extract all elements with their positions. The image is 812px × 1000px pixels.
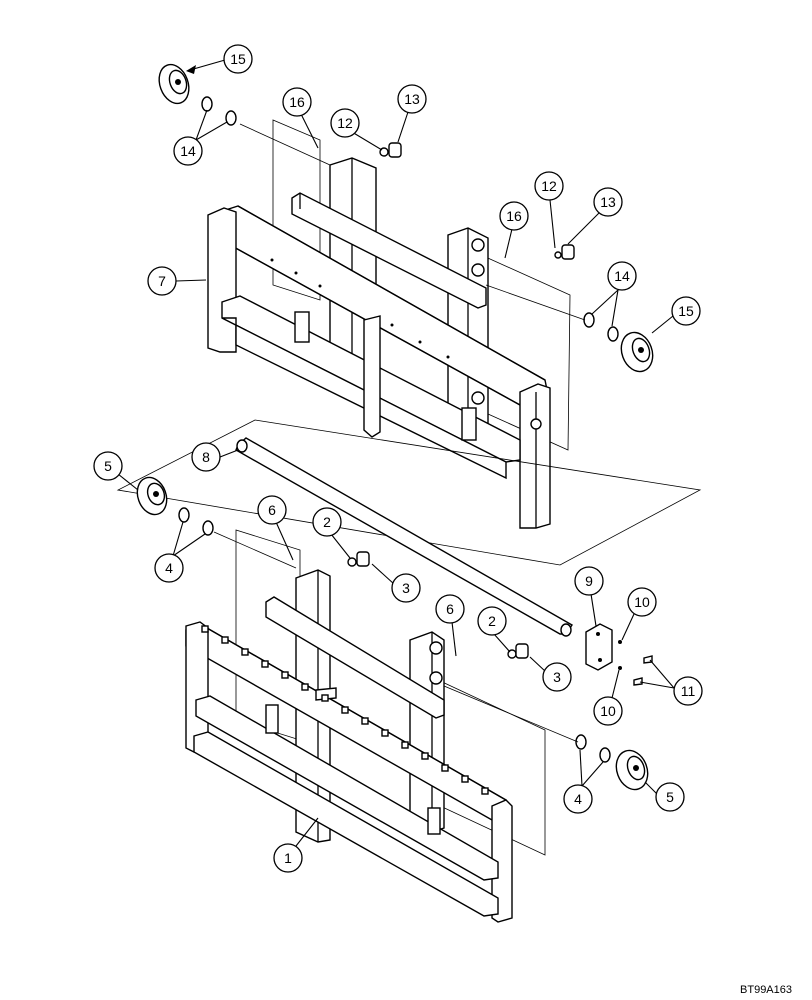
callout-16-a: 16	[282, 87, 312, 117]
upper-stud-right	[554, 251, 562, 259]
upper-frame	[207, 119, 571, 529]
callout-11: 11	[673, 676, 703, 706]
svg-text:1: 1	[284, 850, 292, 866]
lower-stud-left	[347, 557, 357, 567]
callout-2-b: 2	[477, 606, 507, 636]
callout-4-b: 4	[563, 784, 593, 814]
svg-text:9: 9	[585, 573, 593, 589]
callout-14-b: 14	[607, 261, 637, 291]
callout-12-b: 12	[534, 171, 564, 201]
callout-6-a: 6	[257, 495, 287, 525]
callout-7: 7	[147, 266, 177, 296]
beam-teeth	[201, 625, 489, 795]
svg-text:16: 16	[289, 94, 305, 110]
upper-roller-right	[620, 331, 654, 373]
upper-nut-left	[388, 142, 402, 158]
screws	[618, 640, 653, 686]
lower-washers-right	[575, 734, 611, 763]
lower-nut-left	[356, 551, 370, 567]
svg-text:4: 4	[165, 560, 173, 576]
svg-text:3: 3	[553, 669, 561, 685]
svg-text:10: 10	[600, 703, 616, 719]
upper-washers-right	[583, 312, 619, 342]
svg-text:14: 14	[614, 268, 630, 284]
svg-text:10: 10	[634, 594, 650, 610]
callout-15-b: 15	[671, 296, 701, 326]
callout-6-b: 6	[435, 594, 465, 624]
callout-15-a: 15	[223, 44, 253, 74]
svg-text:15: 15	[678, 303, 694, 319]
svg-text:15: 15	[230, 51, 246, 67]
svg-text:12: 12	[337, 115, 353, 131]
callout-8: 8	[191, 442, 221, 472]
lower-roller-right	[615, 749, 649, 791]
pin-and-plane	[116, 419, 702, 637]
callout-1: 1	[273, 843, 303, 873]
svg-text:12: 12	[541, 178, 557, 194]
callout-13-b: 13	[593, 187, 623, 217]
lower-washers-left	[178, 507, 214, 536]
svg-text:13: 13	[404, 91, 420, 107]
upper-roller-left	[158, 63, 190, 105]
svg-text:2: 2	[488, 613, 496, 629]
callout-9: 9	[574, 566, 604, 596]
callout-5-a: 5	[93, 451, 123, 481]
plate	[585, 623, 613, 671]
callout-5-b: 5	[655, 782, 685, 812]
callout-10-b: 10	[593, 696, 623, 726]
callout-2-a: 2	[312, 507, 342, 537]
svg-text:6: 6	[446, 601, 454, 617]
callout-14-a: 14	[173, 136, 203, 166]
callout-12-a: 12	[330, 108, 360, 138]
svg-text:16: 16	[506, 208, 522, 224]
callout-4-a: 4	[154, 553, 184, 583]
callout-16-b: 16	[499, 201, 529, 231]
svg-text:4: 4	[574, 791, 582, 807]
callouts: 15 14 16 12 13 7 16 12 13 14 15	[93, 44, 703, 873]
svg-text:13: 13	[600, 194, 616, 210]
callout-10-a: 10	[627, 587, 657, 617]
lower-nut-right	[515, 643, 529, 659]
svg-text:6: 6	[268, 502, 276, 518]
svg-text:14: 14	[180, 143, 196, 159]
lower-frame	[185, 529, 546, 923]
figure-id: BT99A163	[740, 984, 792, 996]
svg-text:11: 11	[681, 683, 696, 699]
upper-nut-right	[561, 244, 575, 260]
svg-text:5: 5	[666, 789, 674, 805]
svg-text:7: 7	[158, 273, 166, 289]
svg-text:3: 3	[402, 580, 410, 596]
svg-text:8: 8	[202, 449, 210, 465]
svg-text:2: 2	[323, 514, 331, 530]
svg-text:5: 5	[104, 458, 112, 474]
callout-3-b: 3	[542, 662, 572, 692]
callout-13-a: 13	[397, 84, 427, 114]
lower-roller-left	[136, 476, 168, 516]
callout-3-a: 3	[391, 573, 421, 603]
